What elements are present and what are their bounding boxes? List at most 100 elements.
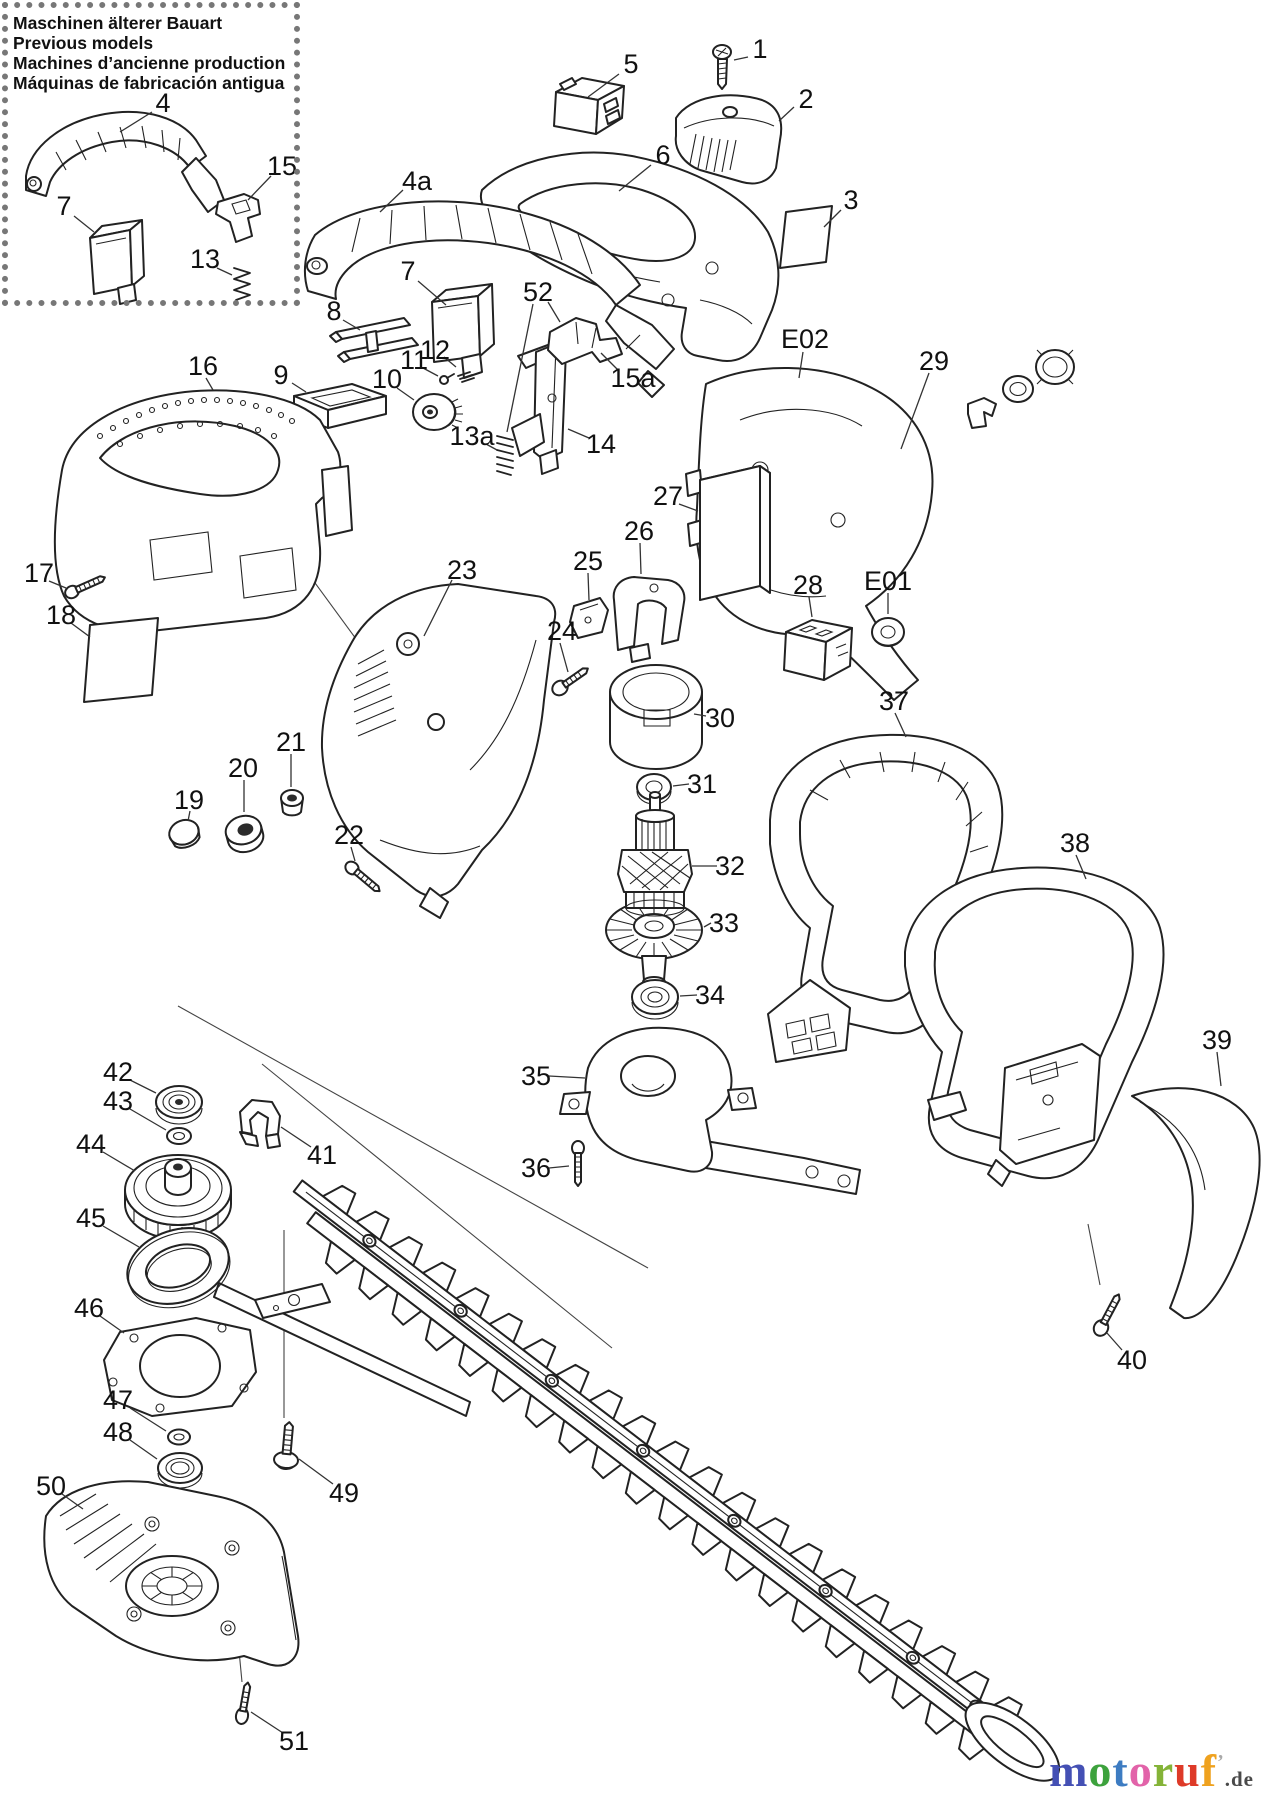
part-label-48-54: 48 [103, 1417, 158, 1460]
part-number-35: 35 [521, 1061, 551, 1091]
part-label-16-20: 16 [188, 351, 218, 391]
part-label-21-27: 21 [276, 727, 306, 787]
part-11-pin-drawing [439, 373, 455, 385]
leader-line-18 [70, 622, 91, 638]
leader-line-E02 [798, 351, 804, 379]
part-5-switch-drawing [553, 77, 625, 135]
part-number-43: 43 [103, 1086, 133, 1116]
part-label-1-4: 1 [733, 34, 768, 64]
part-ring-gear-drawing [1035, 349, 1075, 385]
leader-line-15 [247, 175, 272, 201]
part-42-bearing-drawing [155, 1085, 203, 1125]
part-26-holder-drawing [612, 576, 686, 663]
part-number-3: 3 [843, 185, 858, 215]
part-number-49: 49 [329, 1478, 359, 1508]
part-number-13a: 13a [449, 421, 495, 451]
part-25-bracket-drawing [569, 597, 609, 639]
part-number-15a: 15a [610, 363, 656, 393]
leader-line-27 [678, 503, 699, 512]
leader-line-34 [679, 994, 698, 997]
part-number-1: 1 [752, 34, 767, 64]
part-19-cap-drawing [168, 818, 201, 849]
part-label-2-5: 2 [778, 84, 814, 122]
part-10-knob-drawing [412, 393, 463, 431]
part-33-fan-drawing [605, 900, 703, 988]
part-30-sleeve-drawing [609, 664, 703, 770]
leader-line-47 [129, 1407, 167, 1432]
part-number-44: 44 [76, 1129, 106, 1159]
part-number-51: 51 [279, 1726, 309, 1756]
leader-line-12 [443, 356, 457, 368]
leader-line-10 [396, 387, 415, 401]
leader-line-51 [250, 1711, 284, 1734]
part-number-13: 13 [190, 244, 220, 274]
part-number-24: 24 [547, 616, 577, 646]
part-number-20: 20 [228, 753, 258, 783]
part-number-17: 17 [24, 558, 54, 588]
part-label-20-26: 20 [228, 753, 258, 812]
part-44-gear-drawing [124, 1154, 232, 1240]
part-number-42: 42 [103, 1057, 133, 1087]
leader-line-23 [423, 579, 453, 637]
motoruf-watermark: motoruf’.de [1049, 1748, 1254, 1794]
leader-line-13a [485, 443, 498, 451]
part-label-42-48: 42 [103, 1057, 157, 1094]
leader-line-24 [559, 642, 569, 673]
leader-line-39 [1216, 1051, 1222, 1087]
part-7-inset-drawing [89, 219, 145, 305]
leader-line-3 [823, 209, 842, 228]
leader-line-19 [187, 810, 191, 822]
leader-line-30 [693, 713, 707, 717]
part-label-46-52: 46 [74, 1293, 125, 1334]
part-2-cover-drawing [674, 94, 783, 185]
part-label-32-38: 32 [692, 851, 745, 881]
part-36-screw-drawing [571, 1140, 585, 1187]
part-4a-handle-drawing [303, 200, 675, 398]
leader-line-29 [900, 372, 930, 450]
part-label-27-33: 27 [653, 481, 699, 512]
part-label-7-2: 7 [56, 191, 95, 233]
leader-line-17 [48, 580, 67, 589]
part-number-52: 52 [523, 277, 553, 307]
part-7-switch-drawing [431, 283, 495, 379]
part-17-screw-drawing [64, 575, 106, 600]
part-38-handle-drawing [904, 866, 1165, 1187]
leader-line-44 [102, 1151, 136, 1172]
part-label-18-22: 18 [46, 600, 91, 638]
leader-line-1 [733, 56, 749, 61]
part-number-9: 9 [273, 360, 288, 390]
part-number-33: 33 [709, 908, 739, 938]
leader-line-7 [417, 280, 447, 306]
part-39-guard-drawing [1131, 1087, 1261, 1320]
part-number-37: 37 [879, 686, 909, 716]
part-47-washer-drawing [167, 1428, 191, 1446]
part-label-13a-17: 13a [449, 421, 498, 451]
part-28-connector-drawing [783, 619, 853, 681]
part-32-armature-drawing [617, 791, 693, 917]
part-number-15: 15 [267, 151, 297, 181]
assembly-line [261, 1063, 613, 1349]
part-label-30-36: 30 [693, 703, 735, 733]
part-15-drawing [215, 193, 261, 243]
leader-line-4 [119, 111, 153, 133]
part-number-46: 46 [74, 1293, 104, 1323]
part-number-12: 12 [420, 335, 450, 365]
part-46-gasket-drawing [103, 1317, 257, 1417]
part-13a-spring-drawing [496, 435, 514, 476]
part-number-18: 18 [46, 600, 76, 630]
part-label-41-47: 41 [280, 1126, 337, 1170]
part-number-2: 2 [798, 84, 813, 114]
part-27-block-drawing [699, 465, 771, 601]
part-label-9-13: 9 [273, 360, 307, 393]
part-45-drive-plate-drawing [126, 1227, 471, 1417]
part-label-8-11: 8 [326, 296, 361, 331]
leader-line-36 [548, 1165, 570, 1169]
part-number-25: 25 [573, 546, 603, 576]
part-18-label-drawing [83, 617, 159, 703]
part-label-14-18: 14 [567, 428, 616, 459]
part-label-43-49: 43 [103, 1086, 167, 1131]
part-35-gearhousing-drawing [559, 1026, 861, 1195]
part-14-lever-drawing [511, 341, 567, 475]
part-50-cover-drawing [43, 1480, 300, 1667]
leader-line-14 [567, 428, 590, 439]
